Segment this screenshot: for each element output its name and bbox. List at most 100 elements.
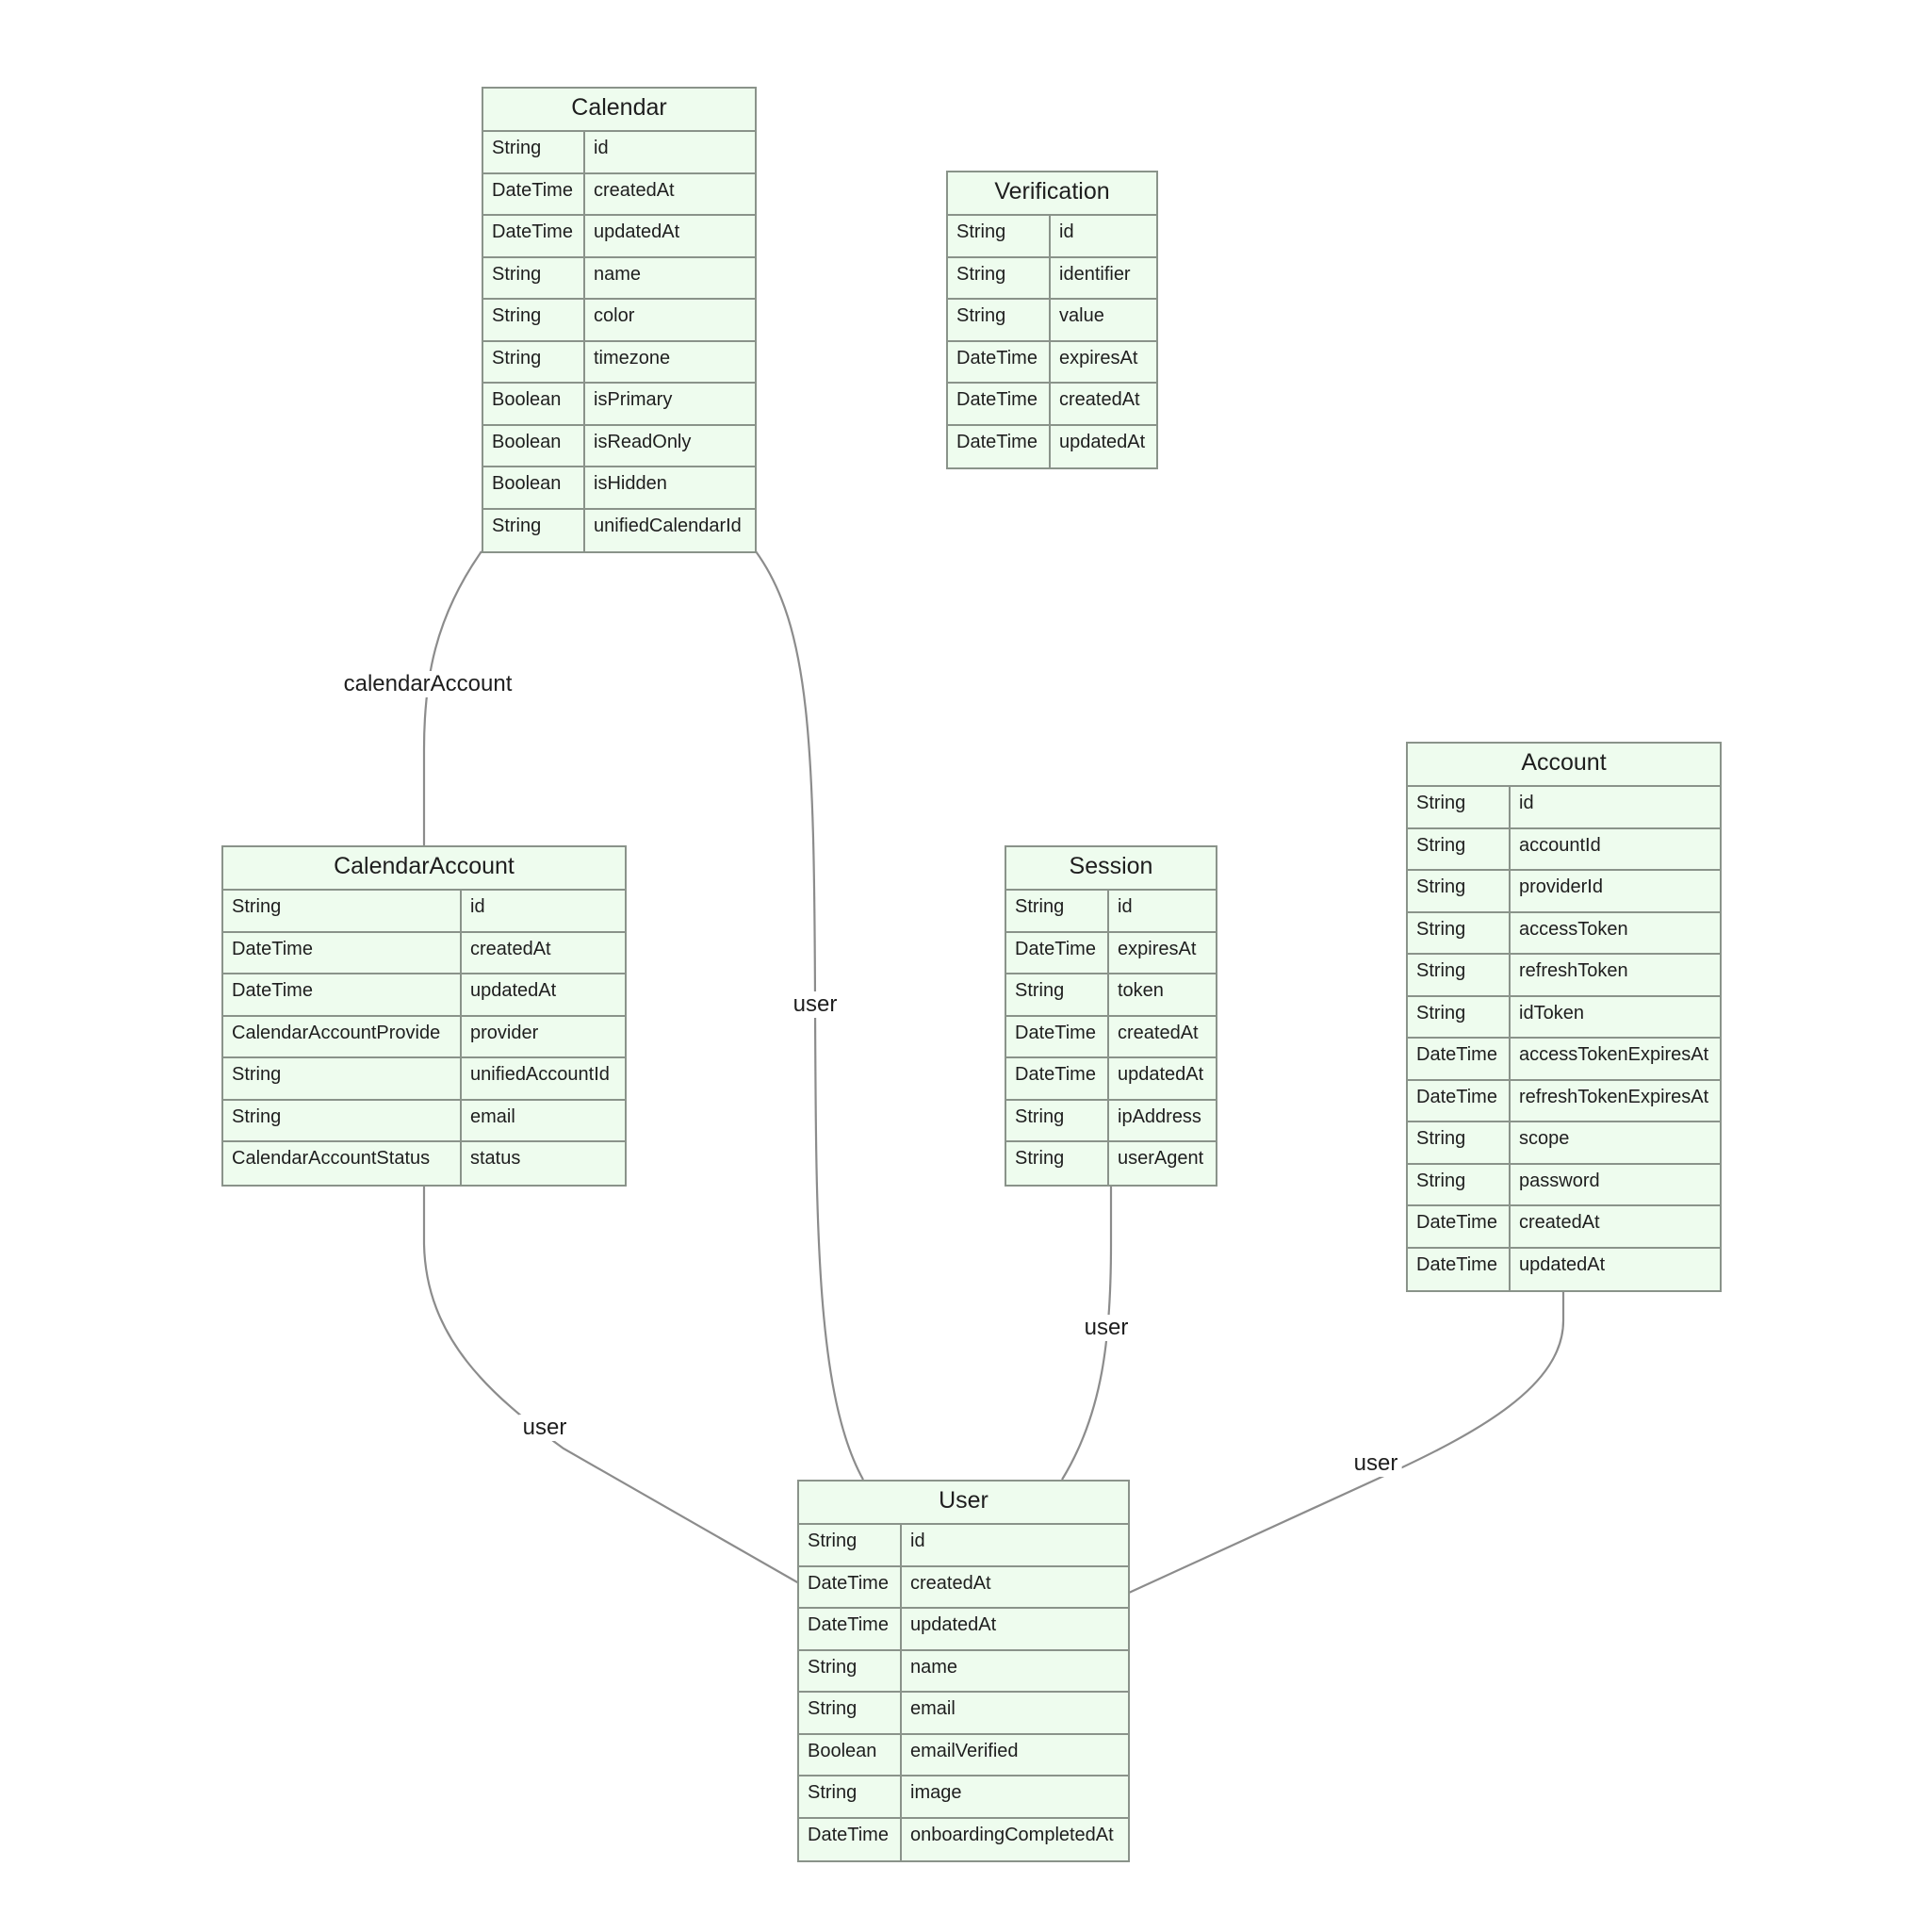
attribute-type: CalendarAccountStatus xyxy=(223,1142,462,1185)
attribute-type: String xyxy=(1408,871,1511,911)
attribute-type: String xyxy=(799,1525,902,1565)
attribute-type: String xyxy=(1408,1164,1511,1204)
attribute-name: idToken xyxy=(1519,1002,1584,1023)
attribute-type: String xyxy=(1408,996,1511,1037)
attribute-row: String accessToken xyxy=(1408,912,1720,955)
attribute-type: String xyxy=(799,1650,902,1691)
attribute-type: DateTime xyxy=(1408,1248,1511,1290)
attribute-name: expiresAt xyxy=(1118,938,1197,959)
attribute-name: userAgent xyxy=(1118,1148,1204,1169)
attribute-type: String xyxy=(799,1693,902,1733)
attribute-name: updatedAt xyxy=(1059,431,1146,452)
attribute-type: String xyxy=(1006,891,1109,931)
attribute-type: DateTime xyxy=(948,425,1051,467)
attribute-name: expiresAt xyxy=(1059,347,1138,368)
attribute-type: Boolean xyxy=(483,425,585,466)
attribute-name: id xyxy=(910,1531,925,1551)
attribute-type: Boolean xyxy=(483,384,585,424)
attribute-name: isHidden xyxy=(594,473,667,494)
attribute-type: DateTime xyxy=(948,341,1051,382)
attribute-type: DateTime xyxy=(483,173,585,214)
entity-title: CalendarAccount xyxy=(223,847,625,891)
attribute-type: String xyxy=(223,1058,462,1099)
edge-label-account-user: user xyxy=(1349,1450,1402,1477)
edge-label-calendar-account: calendarAccount xyxy=(339,671,516,697)
attribute-type: String xyxy=(223,1100,462,1140)
attribute-name: id xyxy=(1519,793,1534,813)
attribute-row: String id xyxy=(483,132,755,174)
attribute-name: token xyxy=(1118,980,1164,1001)
edge-account-to-user xyxy=(1128,1290,1565,1595)
attribute-name: image xyxy=(910,1782,962,1803)
attribute-name: email xyxy=(910,1698,956,1719)
attribute-name: accessToken xyxy=(1519,918,1628,940)
attribute-type: String xyxy=(799,1776,902,1817)
attribute-type: String xyxy=(1408,787,1511,827)
attribute-row: String email xyxy=(223,1100,625,1142)
attribute-type: DateTime xyxy=(223,932,462,973)
attribute-name: id xyxy=(594,138,609,158)
attribute-type: String xyxy=(1408,1122,1511,1163)
attribute-name: color xyxy=(594,305,635,326)
attribute-name: value xyxy=(1059,305,1104,326)
edge-label-calendar-account-user: user xyxy=(518,1415,571,1441)
attribute-type: DateTime xyxy=(799,1818,902,1860)
attribute-name: refreshToken xyxy=(1519,960,1628,981)
attribute-row: String email xyxy=(799,1693,1128,1735)
attribute-name: unifiedCalendarId xyxy=(594,515,742,536)
attribute-type: String xyxy=(483,132,585,172)
edge-session-to-user xyxy=(1061,1185,1113,1481)
attribute-name: createdAt xyxy=(1118,1022,1199,1043)
attribute-row: DateTime onboardingCompletedAt xyxy=(799,1818,1128,1860)
attribute-name: updatedAt xyxy=(594,221,680,242)
attribute-type: String xyxy=(1408,912,1511,953)
attribute-type: DateTime xyxy=(948,384,1051,424)
edge-label-calendar-user: user xyxy=(789,991,841,1018)
attribute-type: String xyxy=(1006,1100,1109,1140)
attribute-type: DateTime xyxy=(1006,1058,1109,1099)
attribute-type: String xyxy=(483,509,585,551)
attribute-name: provider xyxy=(470,1022,539,1043)
attribute-type: CalendarAccountProvide xyxy=(223,1016,462,1056)
attribute-name: onboardingCompletedAt xyxy=(910,1824,1114,1845)
attribute-type: String xyxy=(483,257,585,298)
attribute-name: id xyxy=(470,896,485,917)
attribute-name: emailVerified xyxy=(910,1740,1019,1761)
edge-calendar-to-calendar-account xyxy=(422,550,482,845)
attribute-name: email xyxy=(470,1105,515,1127)
attribute-type: DateTime xyxy=(1408,1080,1511,1121)
attribute-name: id xyxy=(1059,221,1074,242)
